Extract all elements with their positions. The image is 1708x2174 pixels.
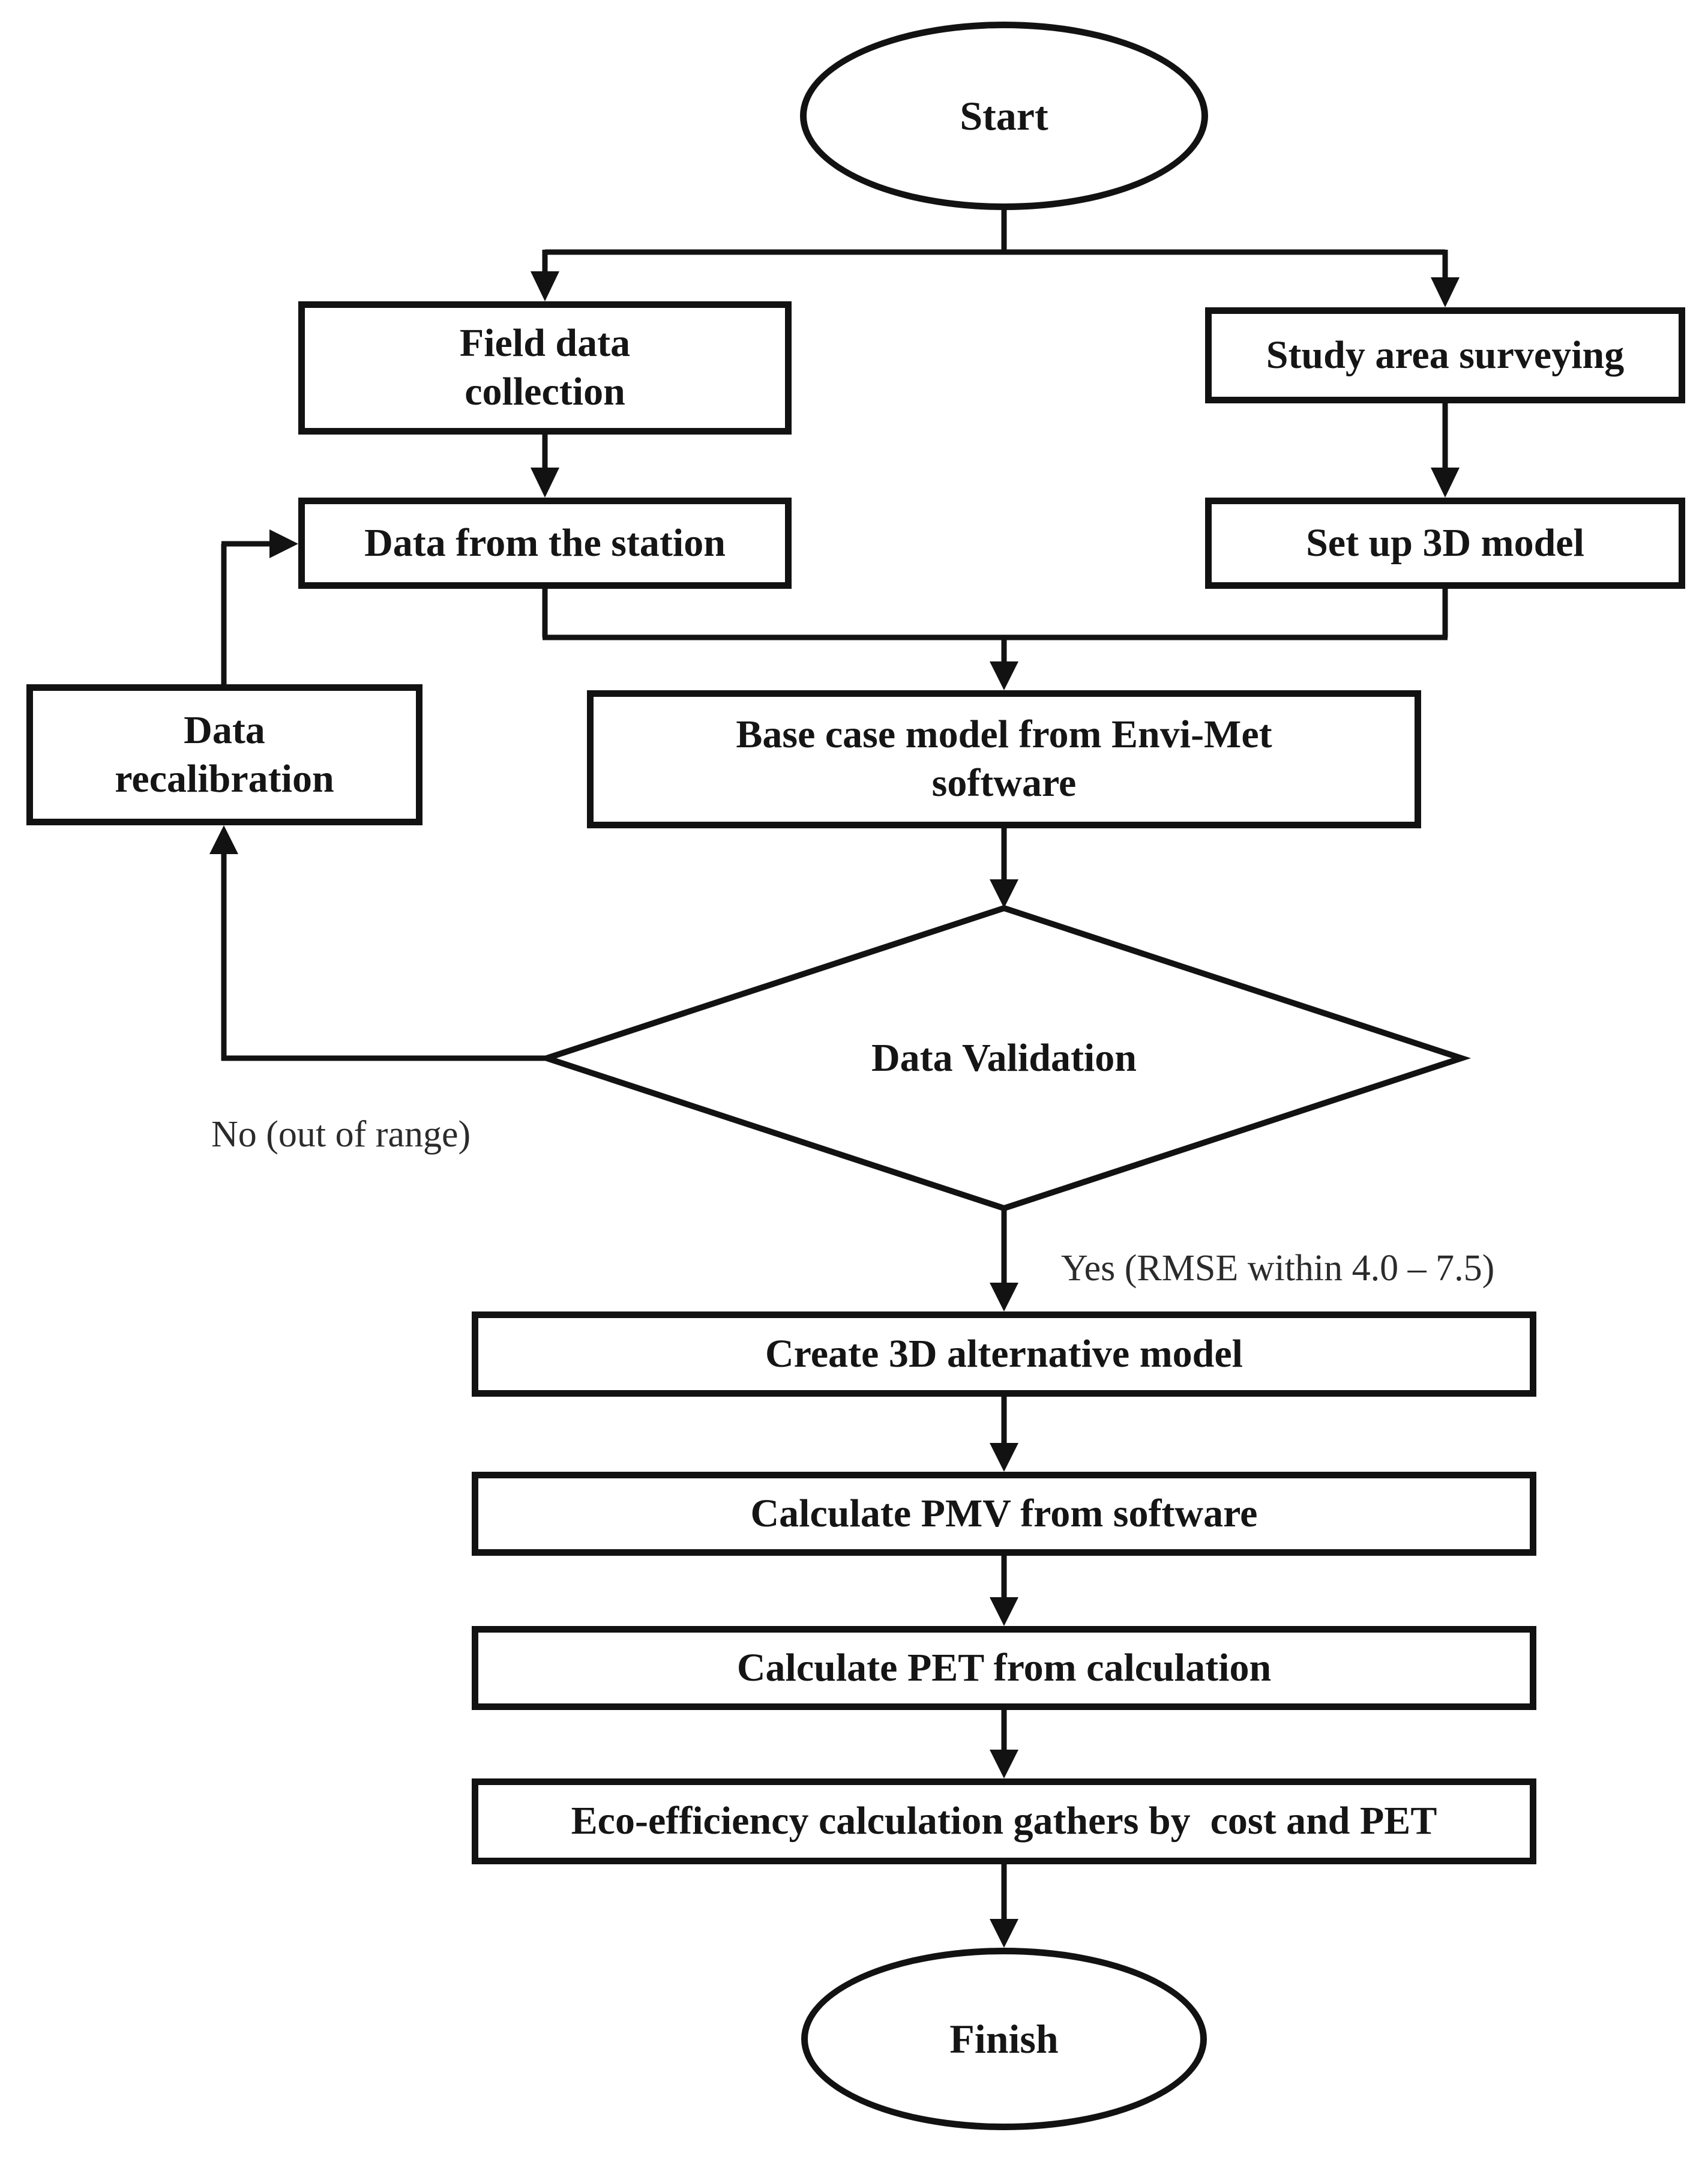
node-calculate-pet: Calculate PET from calculation [472,1626,1536,1710]
node-data-validation-label: Data Validation [871,1035,1137,1080]
node-data-from-station: Data from the station [298,498,792,589]
arrowhead-into-finish-icon [990,1919,1018,1948]
arrowheads [209,271,1460,1948]
arrowhead-into-recalibration-icon [209,825,238,854]
node-data-validation: Data Validation [704,1016,1304,1100]
node-set-up-3d-model: Set up 3D model [1205,498,1685,589]
node-field-data-collection-label: Field data collection [459,321,631,414]
node-calculate-pmv-label: Calculate PMV from software [750,1491,1258,1535]
node-study-area-surveying-label: Study area surveying [1266,333,1625,377]
arrowhead-into-station-icon [531,468,559,498]
node-calculate-pmv: Calculate PMV from software [472,1472,1536,1556]
node-set-up-3d-model-label: Set up 3D model [1306,520,1584,565]
arrowhead-into-field-icon [531,271,559,301]
node-finish-label: Finish [949,2016,1059,2062]
arrowhead-into-pmv-icon [990,1443,1018,1472]
node-eco-efficiency: Eco-efficiency calculation gathers by co… [472,1778,1536,1864]
node-study-area-surveying: Study area surveying [1205,307,1685,403]
node-data-recalibration-label: Data recalibration [115,708,334,801]
node-field-data-collection: Field data collection [298,301,792,435]
arrowhead-into-setup-icon [1431,468,1460,498]
node-base-case-model-label: Base case model from Envi-Met software [736,712,1272,805]
node-data-recalibration: Data recalibration [26,684,422,825]
edge-label-yes: Yes (RMSE within 4.0 – 7.5) [1061,1248,1495,1289]
arrowhead-into-base-icon [990,661,1018,690]
edge-lines [221,209,1448,1920]
node-finish: Finish [801,1948,1207,2130]
arrowhead-into-station-left-icon [269,529,298,558]
node-calculate-pet-label: Calculate PET from calculation [736,1645,1272,1690]
arrowhead-into-pet-icon [990,1597,1018,1626]
arrowhead-into-study-icon [1431,277,1460,307]
node-start-label: Start [960,92,1048,139]
arrowhead-into-diamond-icon [990,879,1018,908]
node-create-3d-alternative-model: Create 3D alternative model [472,1311,1536,1397]
arrowhead-into-create-icon [990,1283,1018,1311]
node-data-from-station-label: Data from the station [364,520,726,565]
edge-label-no: No (out of range) [211,1114,471,1155]
node-eco-efficiency-label: Eco-efficiency calculation gathers by co… [571,1799,1437,1843]
arrowhead-into-eco-icon [990,1750,1018,1778]
node-create-3d-alternative-model-label: Create 3D alternative model [765,1331,1243,1376]
node-base-case-model: Base case model from Envi-Met software [587,690,1421,828]
node-start: Start [800,22,1208,210]
